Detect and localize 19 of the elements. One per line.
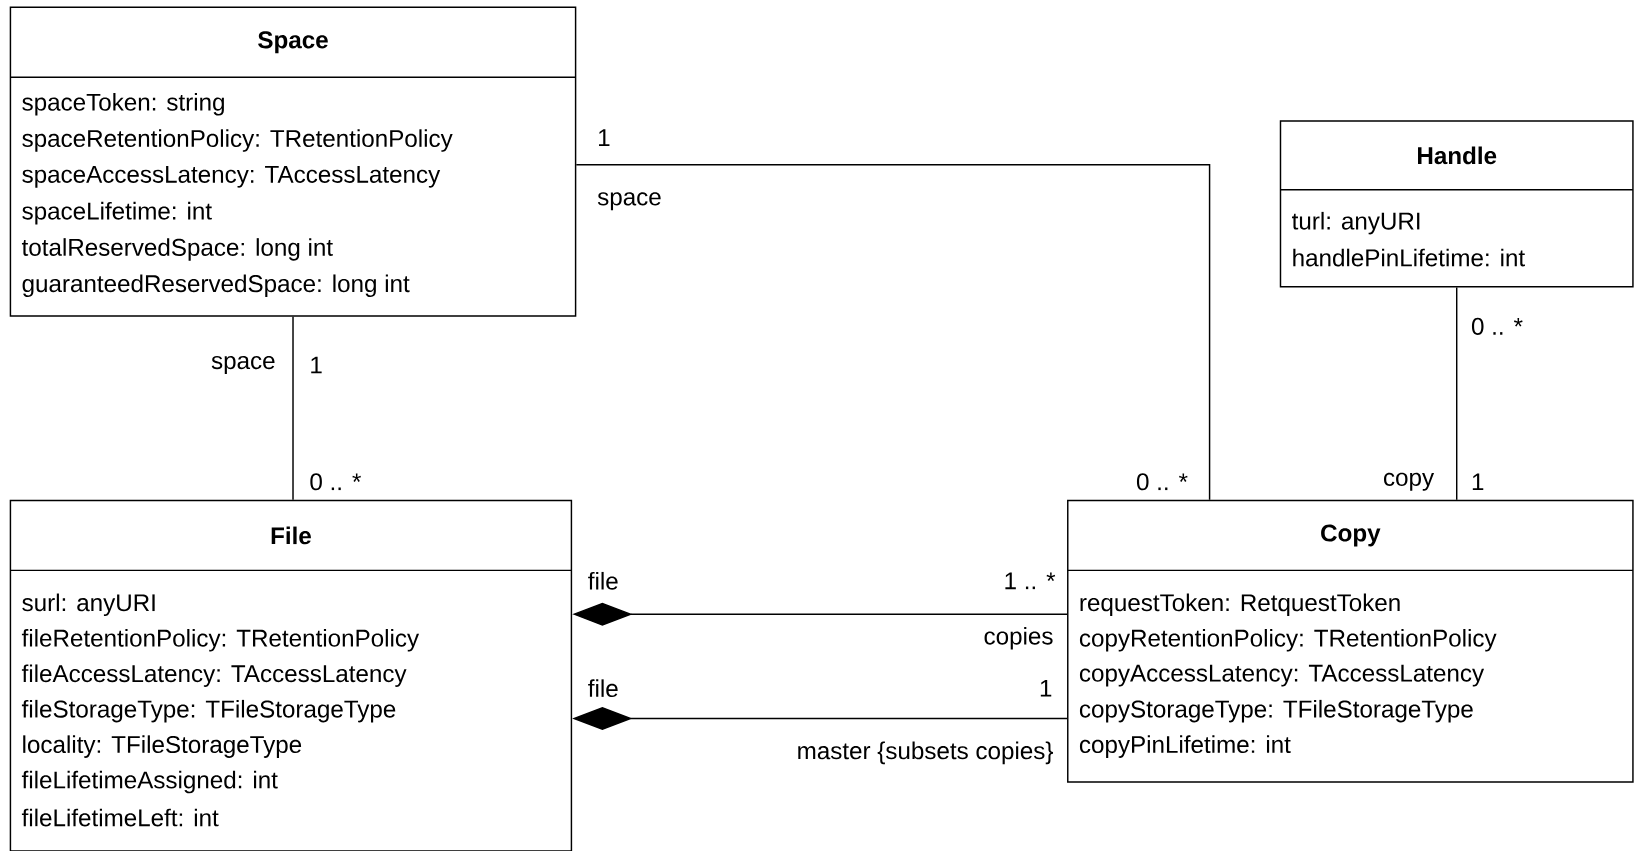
multiplicity: 0 .. * bbox=[1471, 317, 1523, 335]
class-box: File surl: anyURI fileRetentionPolicy: TRetentionPolicy fileAccessLatency: TAccessLatency fileStorageType: TFileStorageType locality: TFileStorageType fileLifetimeAssigned: int fileLifetimeLeft: int bbox=[9, 499, 573, 851]
role-name: master {subsets copies} bbox=[798, 741, 1053, 765]
association-line bbox=[292, 316, 294, 501]
class-box: Space spaceToken: string spaceRetentionPolicy: TRetentionPolicy spaceAccessLatency: TAccessLatency spaceLifetime: int totalReservedSpace: long int guaranteedReservedSpace: long int bbox=[9, 6, 577, 317]
role-name: space bbox=[211, 356, 275, 375]
multiplicity: 1 bbox=[1472, 473, 1484, 491]
multiplicity: 1 bbox=[599, 129, 610, 147]
role-name: copies bbox=[984, 626, 1053, 650]
multiplicity: 0 .. * bbox=[1136, 473, 1188, 491]
class-box: Handle turl: anyURI handlePinLifetime: int bbox=[1279, 120, 1634, 288]
multiplicity: 1 bbox=[311, 356, 322, 374]
role-name: space bbox=[597, 192, 661, 211]
multiplicity: 0 .. * bbox=[310, 473, 361, 491]
role-name: copy bbox=[1384, 472, 1435, 491]
association-line bbox=[575, 164, 1211, 501]
association-line bbox=[1456, 286, 1458, 501]
multiplicity: 1 bbox=[1040, 679, 1052, 697]
class-box: Copy requestToken: RetquestToken copyRetentionPolicy: TRetentionPolicy copyAccessLatency: TAccessLatency copyStorageType: TFileStorageType copyPinLifetime: int bbox=[1067, 499, 1634, 783]
